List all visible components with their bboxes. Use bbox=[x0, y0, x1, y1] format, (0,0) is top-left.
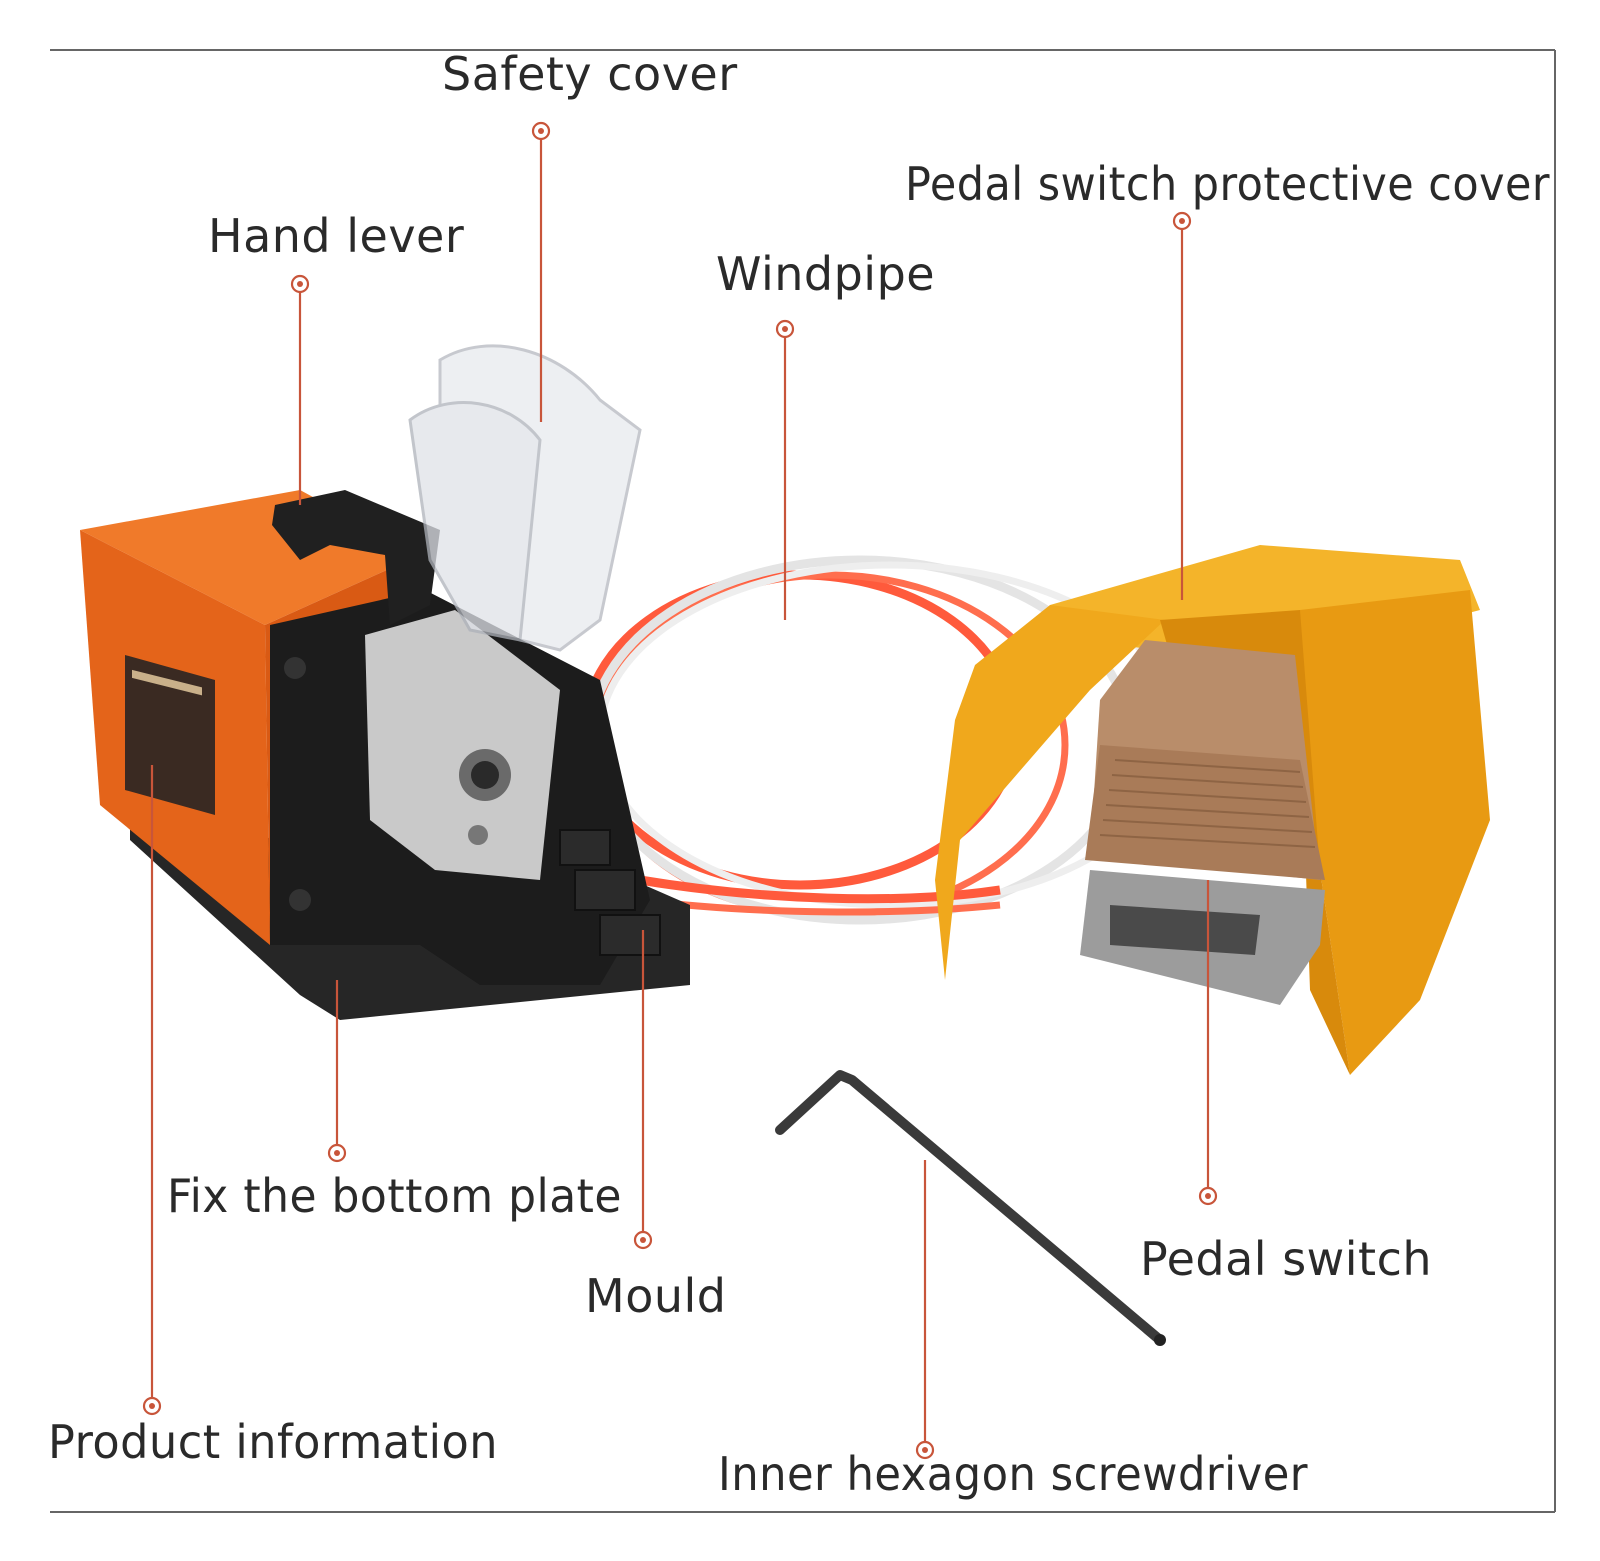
hand-lever bbox=[272, 490, 440, 625]
label-hand-lever: Hand lever bbox=[208, 209, 464, 263]
silver-plate bbox=[365, 610, 560, 880]
labels: Safety cover Pedal switch protective cov… bbox=[48, 47, 1550, 1501]
label-safety-cover: Safety cover bbox=[442, 47, 738, 101]
label-product-information: Product information bbox=[48, 1415, 498, 1469]
mould-dies bbox=[559, 829, 661, 956]
label-pedal-switch-protective-cover: Pedal switch protective cover bbox=[905, 157, 1550, 211]
label-windpipe: Windpipe bbox=[716, 247, 935, 301]
crimping-machine bbox=[80, 344, 690, 1020]
hex-key bbox=[775, 1070, 1166, 1346]
product-info-plate bbox=[125, 655, 215, 815]
label-inner-hexagon-screwdriver: Inner hexagon screwdriver bbox=[718, 1447, 1308, 1501]
pedal-cover-left bbox=[935, 605, 1165, 980]
label-mould: Mould bbox=[585, 1269, 726, 1323]
label-pedal-switch: Pedal switch bbox=[1140, 1232, 1432, 1286]
leader-lines bbox=[142, 121, 1218, 1460]
pedal-cover-right bbox=[1290, 590, 1490, 1075]
label-fix-bottom-plate: Fix the bottom plate bbox=[167, 1169, 622, 1223]
safety-cover-shape bbox=[408, 344, 642, 652]
pedal-switch-assembly bbox=[935, 545, 1490, 1075]
frame bbox=[50, 49, 1556, 1513]
